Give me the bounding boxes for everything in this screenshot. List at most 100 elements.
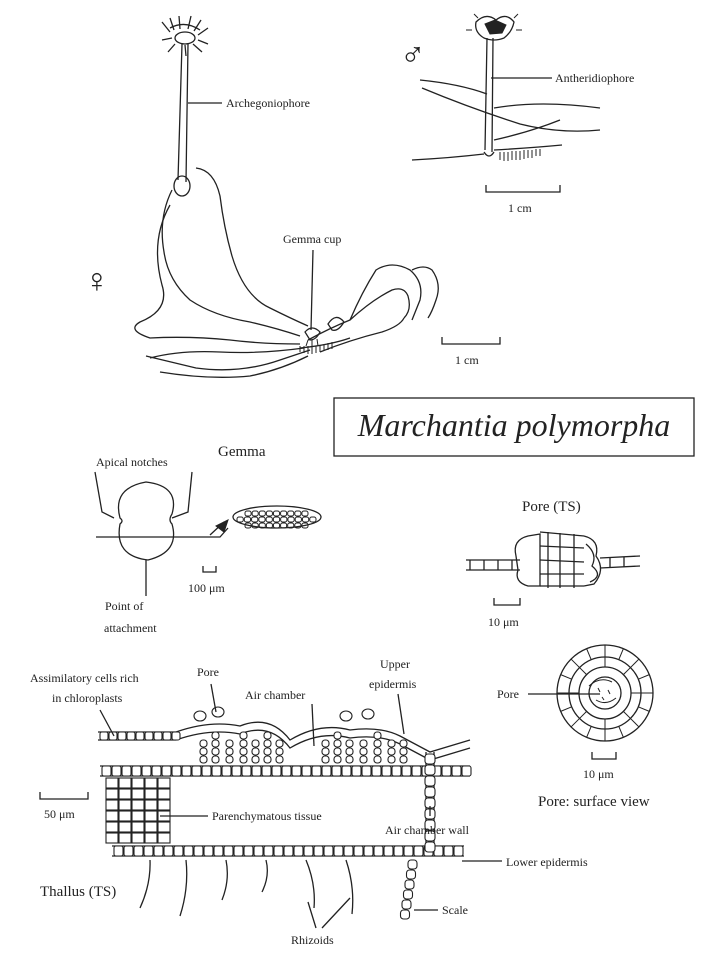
parenchyma-cell (131, 799, 145, 811)
thallus-scale-label: 50 μm (44, 807, 75, 821)
scale-cell (402, 889, 414, 900)
lower-epidermis-cell (203, 845, 214, 857)
gemma-cell (294, 516, 302, 523)
surface-cell-wall (630, 658, 640, 668)
pore-label: Pore (197, 665, 219, 679)
chamber-wall-cell (424, 753, 436, 765)
rhizoid (221, 859, 228, 901)
assimilatory-cell (225, 739, 234, 748)
gemma-cell (236, 516, 244, 523)
gemma-cell (309, 516, 317, 523)
gemma-section-cells (236, 510, 317, 529)
surface-ring-wall (623, 667, 631, 675)
archegoniophore-stalk (177, 43, 189, 183)
point-of-attachment-label-2: attachment (104, 621, 157, 635)
rhizoid (261, 859, 268, 893)
surface-cell-wall (560, 674, 572, 680)
lower-epidermis-cell (323, 845, 334, 857)
lower-epidermis-cell (353, 845, 364, 857)
surface-cell-wall (586, 648, 592, 660)
upper-epidermis-cell (153, 731, 163, 741)
scale-cell (401, 899, 412, 910)
assimilatory-cell (251, 747, 260, 756)
chamber-floor-cell (381, 765, 392, 777)
chamber-floor-cell (121, 765, 132, 777)
lower-epidermis-cell (153, 845, 164, 857)
surface-ring-wall (623, 711, 631, 719)
assimilatory-cell (387, 747, 396, 756)
male-scale-label: 1 cm (508, 201, 532, 215)
chamber-floor-cell (181, 765, 192, 777)
chamber-floor-cell (211, 765, 222, 777)
assimilatory-cell (345, 739, 354, 748)
air-chamber-label: Air chamber (245, 688, 305, 702)
assimilatory-cell (399, 755, 408, 764)
gemma-cell (244, 510, 252, 517)
lower-epidermis-cell (173, 845, 184, 857)
female-scale-label: 1 cm (455, 353, 479, 367)
parenchyma-cell (157, 799, 171, 811)
chamber-floor-cell (331, 765, 342, 777)
parenchyma-cell (157, 821, 171, 833)
assimilatory-cell (275, 747, 284, 756)
chamber-wall-cell (424, 764, 436, 776)
lower-epidermis-cell (123, 845, 134, 857)
scale-cell (399, 909, 411, 920)
gemma-cell (280, 522, 288, 529)
chamber-floor-cell (241, 765, 252, 777)
scale-cell (407, 859, 418, 870)
lower-epidermis-cell (413, 845, 424, 857)
assimilatory-cell (399, 739, 408, 748)
thallus-cells (99, 706, 472, 920)
chamber-floor-cell (221, 765, 232, 777)
lower-epidermis-cell (113, 845, 124, 857)
assimilatory-cell (199, 747, 208, 756)
assimilatory-cell (359, 739, 368, 748)
scale-cell (404, 879, 415, 890)
surface-cell-wall (630, 718, 640, 728)
parenchyma-cell (144, 810, 158, 822)
parenchyma-cell (131, 810, 145, 822)
chamber-floor-cell (161, 765, 172, 777)
chamber-floor-cell (271, 765, 282, 777)
assimilatory-cell (359, 755, 368, 764)
assimilatory-cell (225, 755, 234, 764)
gemma-cell (251, 522, 259, 529)
chamber-floor-cell (291, 765, 302, 777)
chamber-floor-cell (341, 765, 352, 777)
female-symbol: ♀ (84, 263, 110, 300)
assimilatory-cell (333, 731, 342, 740)
scale-part-label: Scale (442, 903, 468, 917)
assimilatory-cell (333, 739, 342, 748)
lower-epidermis-cell (333, 845, 344, 857)
parenchyma-cell (144, 799, 158, 811)
pore-surface-pore-label: Pore (497, 687, 519, 701)
surface-cell-wall (570, 658, 580, 668)
gemma-cell (258, 516, 266, 523)
male-symbol: ♂ (400, 37, 426, 74)
chamber-wall-cell (424, 819, 436, 831)
pore-guard-cell (361, 708, 375, 720)
parenchyma-cell (105, 821, 119, 833)
gemma-cell (258, 510, 266, 517)
lower-epidermis-cell (363, 845, 374, 857)
lower-epidermis-cell (223, 845, 234, 857)
gemma-cell (287, 510, 295, 517)
parenchyma-cell (118, 799, 132, 811)
lower-epidermis-cell (293, 845, 304, 857)
assimilatory-cell (373, 739, 382, 748)
chamber-floor-cell (311, 765, 322, 777)
gemma-cell (294, 522, 302, 529)
lower-epidermis-cell (253, 845, 264, 857)
assimilatory-cell (275, 739, 284, 748)
assimilatory-cell (239, 739, 248, 748)
gemma-cell (272, 516, 281, 523)
chamber-floor-cell (201, 765, 212, 777)
lower-epidermis-cell (373, 845, 384, 857)
lower-epidermis-cell (283, 845, 294, 857)
air-chamber-wall-label: Air chamber wall (385, 823, 470, 837)
upper-epidermis-cell (162, 731, 172, 741)
parenchyma-cell (157, 788, 171, 800)
pore-ts-drawing (466, 531, 641, 588)
parenchyma-cell (131, 788, 145, 800)
